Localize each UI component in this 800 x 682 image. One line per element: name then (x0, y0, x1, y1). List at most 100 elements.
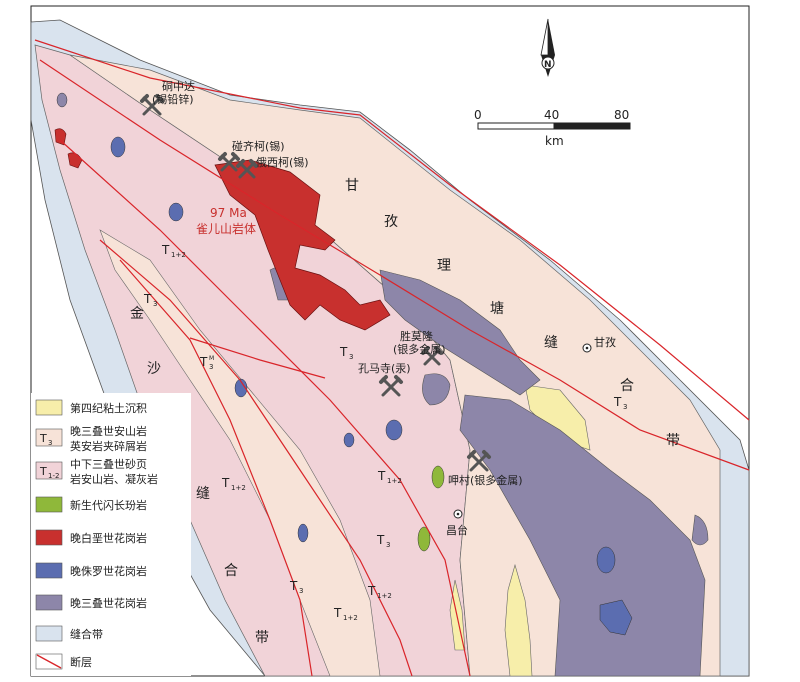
suture-char: 缝 (544, 335, 558, 351)
legend-label: 岩安山岩、凝灰岩 (70, 472, 158, 486)
mine-commodity: (锡铅锌) (152, 92, 194, 106)
north-arrow-ring (541, 56, 555, 70)
suture-char: 合 (224, 563, 238, 579)
town-name: 甘孜 (594, 335, 616, 349)
unit-label-t12: T 1+2 (367, 584, 392, 600)
quaternary-deposit (524, 384, 591, 451)
suture-char: 金 (130, 306, 144, 322)
unit-label-t12: T 1+2 (161, 243, 186, 259)
legend: 第四纪粘土沉积 T 3 晚三叠世安山岩 英安岩夹碎屑岩 T 1-2 中下三叠世砂… (31, 393, 191, 676)
unit-subscript: 1+2 (387, 477, 402, 485)
fault (189, 337, 326, 379)
north-arrow: N (540, 18, 555, 77)
granite-name-label: 雀儿山岩体 (196, 221, 256, 236)
unit-label-t3: T 3 (289, 579, 303, 595)
unit-label-t3: T 3 (613, 395, 627, 411)
legend-swatch (35, 399, 63, 416)
mine-gazhongda: 硐中达 (锡铅锌) (140, 80, 195, 116)
suture-char: 塘 (490, 301, 504, 317)
late-triassic-granite (379, 269, 541, 396)
legend-swatch-symbol: T (39, 465, 47, 478)
suture-char: 合 (620, 378, 634, 394)
late-jurassic-granite (596, 546, 616, 574)
unit-letter: T (289, 579, 298, 593)
unit-label-t12: T 1+2 (221, 476, 246, 492)
legend-label: 晚三叠世花岗岩 (70, 596, 147, 610)
fault (99, 239, 413, 677)
fault (59, 139, 471, 677)
suture-char: 带 (666, 433, 680, 449)
scale-unit: km (545, 134, 564, 148)
late-jurassic-granite (234, 378, 248, 398)
unit-label-t12: T 1+2 (333, 606, 358, 622)
unit-letter: T (161, 243, 170, 257)
unit-letter: T (377, 469, 386, 483)
late-jurassic-granite (385, 419, 403, 441)
mine-icon (421, 346, 443, 366)
late-jurassic-granite (599, 599, 633, 636)
mine-name: 硐中达 (162, 80, 195, 93)
mine-name: 呷村(银多金属) (448, 473, 523, 487)
unit-letter: T (143, 292, 152, 306)
unit-label-t3m: T M 3 (199, 355, 214, 371)
mine-jiqike: 碰齐柯(锡) (218, 139, 285, 172)
suture-char: 甘 (345, 178, 359, 194)
unit-subscript: 1+2 (377, 592, 392, 600)
scale-tick-label: 40 (544, 108, 559, 122)
legend-item-t3: T 3 晚三叠世安山岩 英安岩夹碎屑岩 (35, 424, 147, 453)
late-triassic-granite (691, 514, 709, 546)
suture-char: 沙 (147, 361, 161, 377)
late-jurassic-granite (56, 92, 68, 108)
legend-swatch-subscript: 1-2 (48, 472, 59, 480)
legend-swatch-subscript: 3 (48, 439, 52, 447)
mine-name: 胜莫隆 (400, 329, 433, 343)
mine-icon (218, 152, 240, 172)
legend-label: 断层 (70, 655, 92, 669)
scale-bar-black (553, 122, 631, 130)
quaternary-deposit (449, 579, 466, 651)
town-marker-dot (585, 346, 589, 350)
town-marker-dot (456, 512, 460, 516)
legend-swatch (35, 562, 63, 579)
legend-swatch-symbol: T (39, 432, 47, 445)
late-triassic-granite (422, 373, 451, 406)
town-ganzi: 甘孜 (582, 335, 616, 353)
legend-label: 第四纪粘土沉积 (70, 401, 147, 415)
fault-lines (34, 39, 750, 677)
unit-letter: T (376, 533, 385, 547)
scale-bar: 0 40 80 km (474, 108, 631, 148)
suture-char: 孜 (384, 214, 398, 230)
unit-subscript: 3 (209, 363, 213, 371)
legend-swatch (35, 461, 63, 480)
unit-label-t3: T 3 (339, 345, 353, 361)
legend-swatch (35, 625, 63, 642)
ganzi-suture-label: 甘 孜 理 塘 缝 合 带 (345, 178, 680, 449)
unit-subscript: 1+2 (343, 614, 358, 622)
legend-fault-line (36, 654, 62, 669)
scale-tick-label: 80 (614, 108, 629, 122)
legend-label: 缝合带 (70, 627, 103, 641)
legend-item-t-granite: 晚三叠世花岗岩 (35, 594, 147, 611)
unit-subscript: 1+2 (231, 484, 246, 492)
unit-letter: T (221, 476, 230, 490)
mine-shengmolong: 胜莫隆 (银多金属) (393, 329, 446, 366)
mine-icon (467, 450, 491, 472)
north-arrow-left-half (540, 18, 549, 56)
legend-item-fault: 断层 (35, 653, 92, 670)
legend-item-quaternary: 第四纪粘土沉积 (35, 399, 147, 416)
mine-icon (140, 94, 164, 116)
legend-label: 中下三叠世砂页 (70, 458, 147, 471)
mine-commodity: (银多金属) (393, 342, 446, 356)
unit-letter: T (199, 355, 208, 369)
late-jurassic-granite (343, 432, 355, 448)
unit-label-t3: T 3 (143, 292, 157, 308)
unit-letter: T (333, 606, 342, 620)
town-name: 昌台 (446, 523, 468, 537)
mine-gacun: 呷村(银多金属) (448, 450, 523, 487)
late-triassic-granite (459, 394, 706, 677)
mine-exike: 俄西柯(锡) (236, 155, 309, 179)
legend-item-suture: 缝合带 (35, 625, 103, 642)
late-cretaceous-granite (214, 159, 391, 331)
legend-item-k-granite: 晚白垩世花岗岩 (35, 529, 147, 546)
